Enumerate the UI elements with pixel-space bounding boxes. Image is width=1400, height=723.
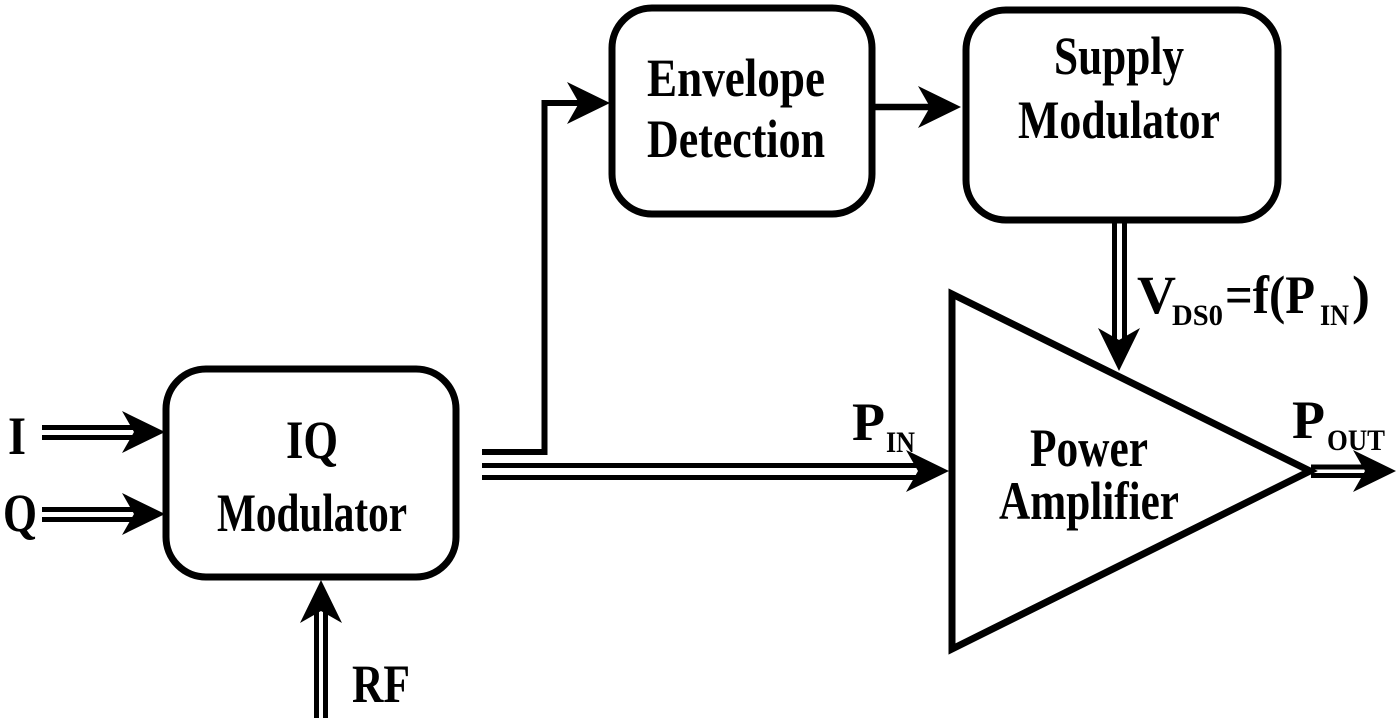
power-amplifier-label-line2: Amplifier (999, 471, 1179, 531)
pin-label-base: P (852, 392, 885, 452)
iq-modulator-shape (162, 365, 460, 581)
power-amplifier-label-line1: Power (1030, 418, 1148, 478)
power-amplifier-block: Power Amplifier (948, 288, 1318, 655)
supply-modulator-label-line2: Modulator (1018, 90, 1220, 150)
supply-modulator-shape (962, 6, 1282, 224)
pout-label-sub: OUT (1327, 424, 1385, 457)
vds0-label: V DS0 =f(P IN ) (1137, 265, 1370, 332)
q-input-label: Q (3, 483, 37, 543)
i-input-arrow (42, 411, 165, 453)
iq-to-pa-arrow (482, 450, 949, 492)
i-input-label: I (8, 406, 26, 466)
power-amplifier-shape (948, 288, 1318, 655)
vds0-label-mid-sub: IN (1320, 299, 1349, 332)
rf-input-label: RF (352, 654, 410, 714)
supply-to-pa-arrow (1098, 222, 1140, 371)
pa-output-arrow (1311, 450, 1396, 492)
vds0-label-mid: =f(P (1225, 265, 1315, 325)
iq-modulator-label-line1: IQ (286, 410, 338, 470)
iq-to-envelope-connector (482, 82, 610, 455)
rf-input-arrow (300, 580, 342, 718)
pout-label: P OUT (1292, 390, 1385, 457)
vds-arrowhead-icon (1098, 328, 1140, 371)
supply-modulator-label-line1: Supply (1054, 26, 1184, 86)
pin-label-sub: IN (886, 426, 915, 459)
vds0-label-base: V (1137, 265, 1176, 325)
iq-to-envelope-wire (482, 100, 580, 455)
q-arrowhead-icon (122, 493, 165, 535)
pout-arrowhead-icon (1353, 450, 1396, 492)
rf-arrowhead-icon (300, 580, 342, 623)
iq-modulator-label-line2: Modulator (217, 483, 407, 543)
envelope-detection-block: Envelope Detection (608, 4, 876, 218)
envelope-detection-label-line1: Envelope (647, 48, 825, 108)
pin-label: P IN (852, 392, 915, 459)
pin-arrowhead-icon (906, 450, 949, 492)
envelope-detection-label-line2: Detection (647, 109, 825, 169)
q-input-arrow (42, 493, 165, 535)
iq-modulator-block: IQ Modulator (162, 365, 460, 581)
pout-label-base: P (1292, 390, 1325, 450)
supply-modulator-block: Supply Modulator (962, 6, 1282, 224)
envelope-detection-shape (608, 4, 876, 218)
iq-to-envelope-arrowhead-icon (567, 82, 610, 124)
i-arrowhead-icon (122, 411, 165, 453)
envelope-to-supply-arrowhead-icon (918, 86, 961, 128)
vds0-label-sub: DS0 (1172, 299, 1223, 332)
vds0-label-end: ) (1352, 265, 1370, 325)
envelope-to-supply-arrow (870, 86, 961, 128)
